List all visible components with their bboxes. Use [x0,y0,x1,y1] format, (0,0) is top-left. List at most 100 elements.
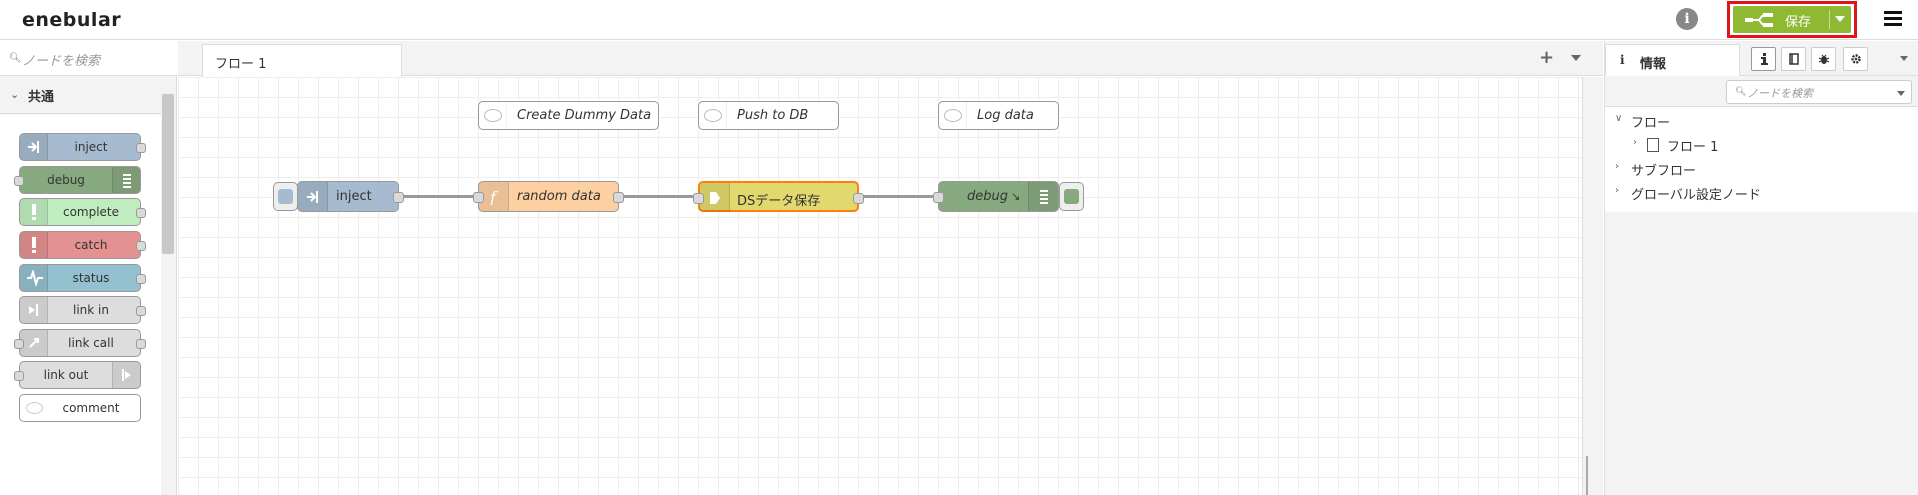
chevron-right-icon[interactable]: › [1615,185,1619,196]
tree-item-label: フロー 1 [1667,140,1719,155]
flow-node-label: DSデータ保存 [737,194,821,209]
flow-icon [1647,138,1659,152]
app-logo: enebular [22,9,122,31]
palette-node-catch[interactable]: catch [19,231,146,259]
output-port[interactable] [853,193,864,204]
palette-category-label: 共通 [28,90,55,105]
sidebar-empty-area [1605,212,1918,495]
input-port[interactable] [933,192,944,203]
chevron-down-icon[interactable] [1897,91,1905,96]
input-port[interactable] [473,192,484,203]
canvas-scrollbar[interactable] [1582,77,1603,495]
output-port[interactable] [393,192,404,203]
canvas-scrollbar-thumb[interactable] [1586,456,1588,495]
palette-node-inject[interactable]: inject [19,133,146,161]
flow-node-debug[interactable]: debug ↘ [933,181,1059,212]
comment-label: Log data [977,108,1034,123]
comment-icon [484,109,502,122]
flow-node-inject[interactable]: inject [297,181,404,212]
output-port[interactable] [613,192,624,203]
palette-node-status[interactable]: status [19,264,146,292]
palette-node-complete[interactable]: complete [19,198,146,226]
link-in-icon [20,297,48,323]
palette-node-label: debug [47,173,85,187]
tab-label: フロー 1 [215,57,267,72]
comment-node-create-dummy-data[interactable]: Create Dummy Data [478,101,659,130]
function-icon: f [479,182,509,211]
chevron-down-icon[interactable]: ∨ [1615,113,1623,124]
wire[interactable] [400,195,478,198]
chevron-down-icon: ⌄ [10,88,20,101]
chevron-right-icon[interactable]: › [1615,161,1619,172]
highlight-box [1727,1,1857,38]
chevron-right-icon[interactable]: › [1633,137,1637,148]
save-dropdown-icon[interactable] [1835,16,1845,22]
inject-trigger-button[interactable] [273,182,298,211]
save-button[interactable]: 保存 [1733,6,1851,33]
flow-node-ds-save[interactable]: DSデータ保存 [693,181,864,212]
input-port[interactable] [14,176,24,186]
palette-search-input[interactable]: ノードを検索 [22,54,101,69]
palette-category-header[interactable]: ⌄ 共通 [0,76,161,114]
comment-node-push-to-db[interactable]: Push to DB [698,101,839,130]
sidebar-info-button[interactable] [1751,47,1776,71]
palette-node-comment[interactable]: comment [19,394,141,422]
palette-node-label: catch [74,238,108,252]
palette-scrollbar[interactable] [162,94,174,254]
info-icon [1760,53,1768,65]
flow-node-label: random data [517,189,601,204]
hamburger-menu-icon[interactable] [1884,11,1902,27]
palette-node-label: link out [43,368,89,382]
search-placeholder: ノードを検索 [1747,87,1813,100]
search-icon: 🔍︎ [9,53,22,64]
database-push-icon [700,183,730,212]
wire[interactable] [619,195,698,198]
comment-node-log-data[interactable]: Log data [938,101,1059,130]
palette-search[interactable]: 🔍︎ ノードを検索 [0,41,177,76]
comment-icon [26,402,43,414]
output-port[interactable] [136,241,146,251]
flow-canvas[interactable] [178,77,1582,495]
list-icon [1028,182,1058,211]
info-icon: i [1620,53,1625,67]
debug-target-icon: ↘ [1011,190,1021,203]
node-palette: 🔍︎ ノードを検索 ⌄ 共通 inject debug complete ca [0,41,177,495]
output-port[interactable] [136,339,146,349]
info-sidebar: i 情報 🔍︎ ノードを検索 ∨ フロー › フロー 1 [1604,41,1918,495]
flow-tab-bar: フロー 1 + [178,41,1603,77]
sidebar-menu-icon[interactable] [1900,56,1908,61]
debug-toggle-button[interactable] [1059,182,1084,211]
sidebar-search-input[interactable]: 🔍︎ ノードを検索 [1726,80,1912,104]
palette-node-label: inject [74,140,108,154]
comment-icon [944,109,962,122]
output-port[interactable] [136,208,146,218]
add-flow-icon[interactable]: + [1539,47,1555,68]
comment-label: Push to DB [737,108,809,123]
sidebar-debug-button[interactable] [1811,47,1836,71]
pulse-icon [20,265,48,291]
output-port[interactable] [136,143,146,153]
wire[interactable] [860,195,938,198]
output-port[interactable] [136,274,146,284]
sidebar-config-button[interactable] [1843,47,1868,71]
input-port[interactable] [14,339,24,349]
tab-menu-icon[interactable] [1571,55,1581,61]
palette-node-link-call[interactable]: link call [14,329,146,357]
palette-node-link-out[interactable]: link out [14,361,141,389]
tab-info[interactable]: i 情報 [1605,44,1740,77]
input-port[interactable] [14,371,24,381]
sidebar-help-button[interactable] [1781,47,1806,71]
palette-node-debug[interactable]: debug [14,166,141,194]
output-port[interactable] [136,306,146,316]
flow-node-random-data[interactable]: f random data [473,181,624,212]
palette-node-link-in[interactable]: link in [19,296,146,324]
sidebar-search-row: 🔍︎ ノードを検索 [1605,76,1918,107]
bug-icon [1818,54,1829,64]
info-icon[interactable]: i [1676,8,1698,30]
comment-icon [704,109,722,122]
tab-flow-1[interactable]: フロー 1 [202,44,402,77]
arrow-in-icon [20,134,48,160]
input-port[interactable] [693,193,704,204]
link-call-icon [20,330,48,356]
book-icon [1788,53,1799,65]
